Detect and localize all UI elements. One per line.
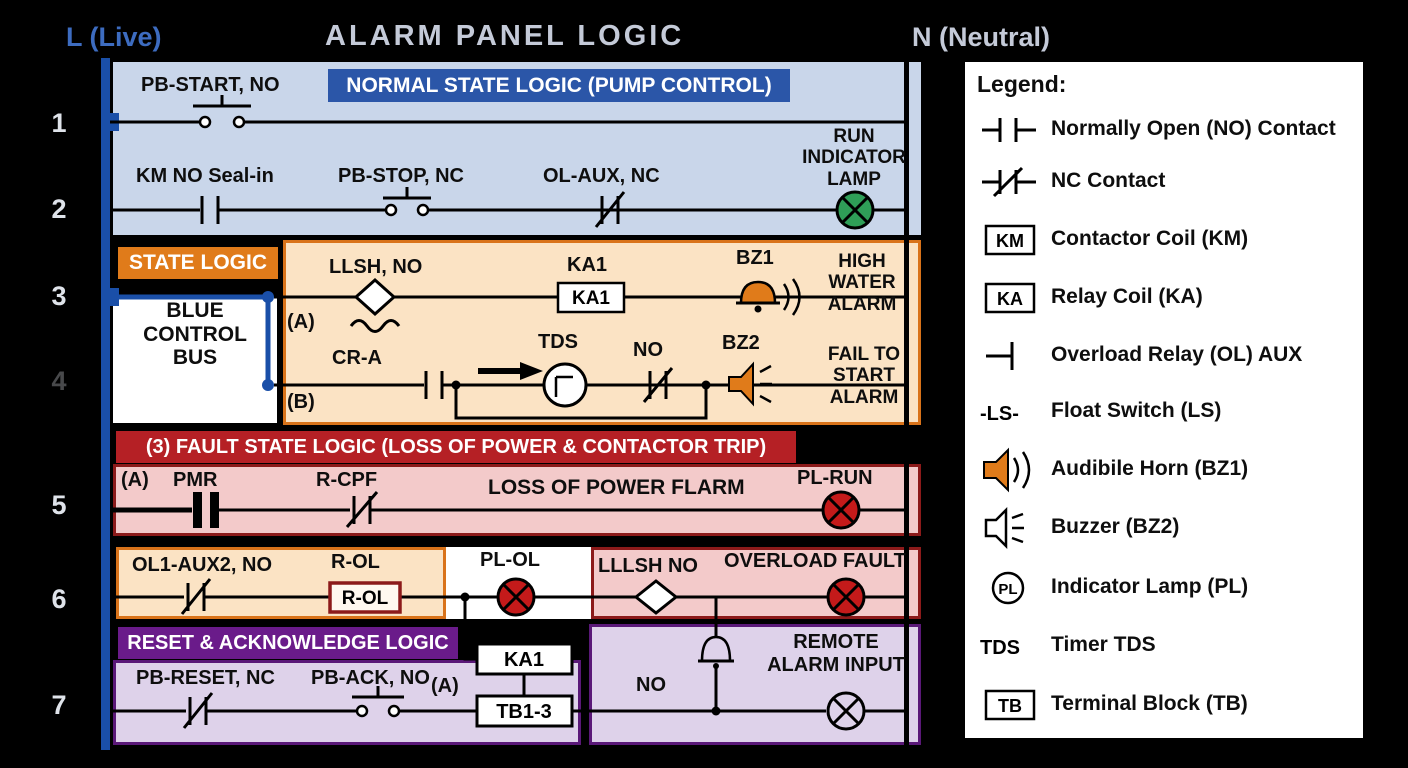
fail-to-start-label: FAIL TO START ALARM	[827, 344, 901, 408]
legend-item-float-switch: Float Switch (LS)	[1051, 399, 1222, 422]
fault-region-loss-of-power	[113, 464, 921, 536]
legend-item-indicator-lamp: Indicator Lamp (PL)	[1051, 575, 1249, 598]
reset-no-label: NO	[636, 674, 666, 696]
rung-number-4: 4	[51, 366, 67, 396]
legend-item-horn: Audibile Horn (BZ1)	[1051, 457, 1249, 480]
rung-number-7: 7	[51, 690, 67, 720]
rung-number-2: 2	[51, 194, 67, 224]
legend-item-relay-coil: Relay Coil (KA)	[1051, 285, 1203, 308]
run-lamp-label: RUN INDICATOR LAMP	[802, 126, 906, 190]
legend-item-overload-aux: Overload Relay (OL) AUX	[1051, 343, 1303, 366]
neutral-rail-label: N (Neutral)	[912, 22, 1051, 52]
legend-title: Legend:	[977, 71, 1067, 97]
rung-number-6: 6	[51, 584, 67, 614]
high-water-alarm-label: HIGH WATER ALARM	[827, 251, 897, 315]
loss-of-power-label: LOSS OF POWER FLARM	[488, 476, 745, 499]
live-rail-label: L (Live)	[66, 22, 162, 52]
llsh-label: LLSH, NO	[329, 256, 423, 278]
rung-number-1: 1	[51, 108, 67, 138]
reset-region-right	[589, 624, 921, 745]
pb-ack-label: PB-ACK, NO	[311, 667, 430, 689]
normal-state-header: NORMAL STATE LOGIC (PUMP CONTROL)	[328, 69, 790, 102]
pb-stop-label: PB-STOP, NC	[338, 165, 464, 187]
reset-branch-a-label: (A)	[431, 675, 459, 697]
reset-header: RESET & ACKNOWLEDGE LOGIC	[118, 627, 458, 659]
pl-run-label: PL-RUN	[797, 467, 873, 489]
page-title: ALARM PANEL LOGIC	[325, 20, 685, 52]
legend-item-no-contact: Normally Open (NO) Contact	[1051, 117, 1336, 140]
legend-item-terminal-block: Terminal Block (TB)	[1051, 692, 1248, 715]
ka1-label: KA1	[567, 254, 608, 276]
branch-a-label: (A)	[287, 311, 315, 333]
rung-number-5: 5	[51, 490, 67, 520]
bz1-label: BZ1	[736, 247, 774, 269]
bz2-label: BZ2	[722, 332, 760, 354]
live-rail	[101, 58, 110, 750]
km-sealin-label: KM NO Seal-in	[136, 165, 274, 187]
r-ol-label: R-OL	[331, 551, 380, 573]
fault-branch-a-label: (A)	[121, 469, 149, 491]
branch-b-label: (B)	[287, 391, 315, 413]
ol1-aux2-label: OL1-AUX2, NO	[132, 554, 273, 576]
legend-item-nc-contact: NC Contact	[1051, 169, 1166, 192]
no-label: NO	[633, 339, 663, 361]
r-cpf-label: R-CPF	[316, 469, 378, 491]
pb-start-label: PB-START, NO	[141, 74, 280, 96]
lllsh-label: LLLSH NO	[598, 555, 698, 577]
rung-number-3: 3	[51, 281, 67, 311]
legend-item-contactor-coil: Contactor Coil (KM)	[1051, 227, 1249, 250]
pl-ol-label: PL-OL	[480, 549, 540, 571]
legend-item-buzzer: Buzzer (BZ2)	[1051, 515, 1180, 538]
legend-item-timer: Timer TDS	[1051, 633, 1156, 656]
tds-label: TDS	[538, 331, 578, 353]
fault-state-header: (3) FAULT STATE LOGIC (LOSS OF POWER & C…	[116, 431, 796, 463]
alarm-state-header: STATE LOGIC	[118, 247, 278, 279]
legend-panel	[963, 60, 1365, 740]
remote-alarm-input-label: REMOTE ALARM INPUT	[767, 631, 905, 676]
pmr-label: PMR	[173, 469, 218, 491]
pb-reset-label: PB-RESET, NC	[136, 667, 275, 689]
blue-control-bus-label: BLUE CONTROL BUS	[143, 299, 247, 370]
ol-aux-label: OL-AUX, NC	[543, 165, 660, 187]
cr-a-label: CR-A	[332, 347, 382, 369]
overload-fault-label: OVERLOAD FAULT	[724, 550, 906, 572]
